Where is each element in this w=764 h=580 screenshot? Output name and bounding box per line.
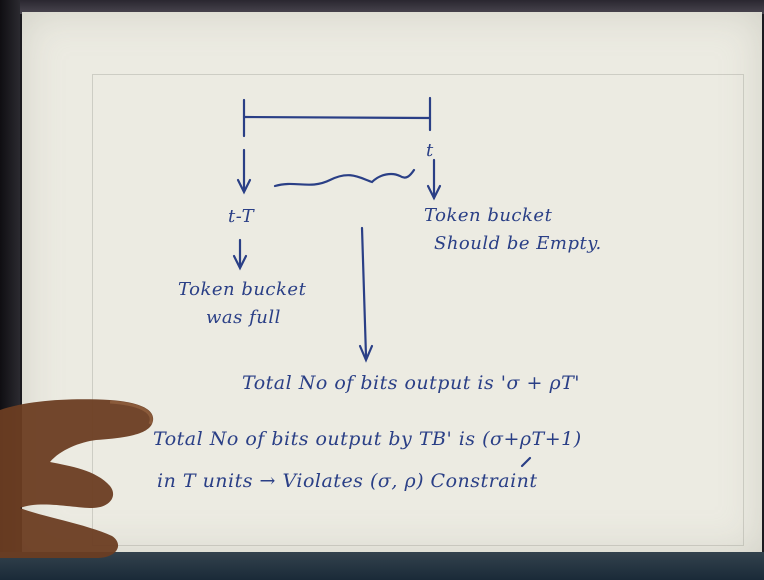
timeline-bar [242,115,432,120]
long-down-arrow [360,226,368,358]
label-token-bucket-empty-line2: Should be Empty. [434,233,602,254]
text-violates-constraint: in T units → Violates (σ, ρ) Constraint [157,470,538,492]
long-down-arrowhead [358,344,374,363]
paper-sheet [22,12,762,554]
frame-bottom [0,552,764,580]
inner-sheet-border [92,74,744,546]
presenter-hand-image [0,399,154,558]
full-down-arrowhead [232,254,248,271]
tick-mark [520,456,532,468]
label-token-bucket-empty-line1: Token bucket [424,205,553,226]
frame-top [0,0,764,14]
left-down-arrowhead [236,178,252,195]
label-token-bucket-full-line2: was full [206,307,281,328]
label-token-bucket-full-line1: Token bucket [178,279,307,300]
right-down-arrowhead [426,184,442,201]
text-total-bits-output: Total No of bits output is 'σ + ρT' [242,372,581,394]
label-t-minus-T: t-T [228,206,255,227]
label-t: t [426,140,434,161]
wavy-squiggle [273,168,416,188]
text-total-bits-by-tb: Total No of bits output by TB' is (σ+ρT+… [153,428,582,450]
